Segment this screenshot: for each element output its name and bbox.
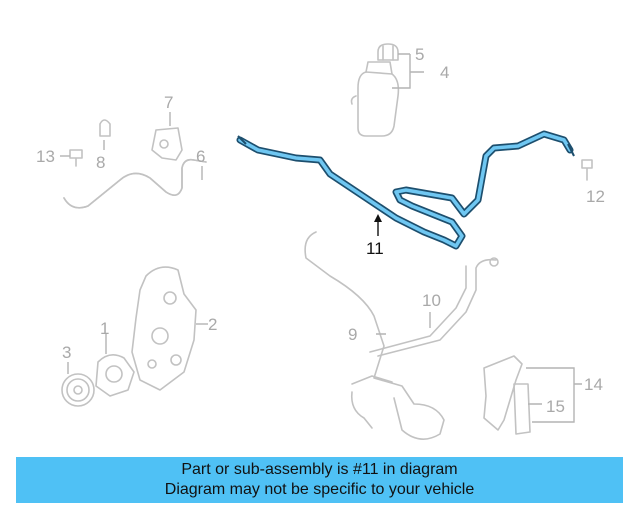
leader-11 [374,214,382,236]
callout-2: 2 [208,315,217,334]
bracket-part-14-15 [483,355,582,435]
bolt-part-13 [60,149,83,167]
callout-5: 5 [415,45,424,64]
clip-part [99,119,111,150]
bracket-part [151,112,183,161]
callout-10: 10 [422,291,441,310]
callout-4: 4 [440,63,449,82]
callout-1: 1 [100,319,109,338]
highlighted-hose-part-11 [236,130,575,250]
banner-line-2: Diagram may not be specific to your vehi… [164,481,475,498]
callout-7: 7 [164,93,173,112]
callout-11: 11 [366,239,384,258]
callout-3: 3 [62,343,71,362]
callout-6: 6 [196,147,205,166]
callout-8: 8 [96,153,105,172]
bolt-part-12 [581,159,593,181]
callout-9: 9 [348,325,357,344]
leader-4-5 [392,53,424,89]
reservoir-part [350,43,400,137]
info-banner: Part or sub-assembly is #11 in diagram D… [16,457,623,503]
banner-line-1: Part or sub-assembly is #11 in diagram [181,461,458,478]
callout-12: 12 [586,187,605,206]
water-pump-part [95,334,135,397]
engine-cover-part [131,266,208,391]
callout-13: 13 [36,147,55,166]
lines-part-9-10 [304,231,499,440]
callout-15: 15 [546,397,565,416]
hose-part-6 [63,158,207,209]
callout-14: 14 [584,375,603,394]
pulley-part [61,362,95,407]
